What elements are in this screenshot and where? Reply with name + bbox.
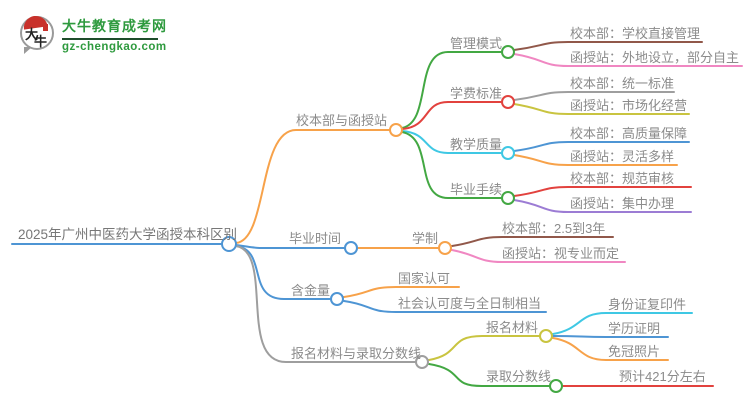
edge-quality-station xyxy=(513,154,678,166)
edge-tuition-station xyxy=(513,103,690,115)
edge-id-copy xyxy=(552,312,693,335)
edge-tuition-campus xyxy=(513,91,675,101)
node-national-recognition[interactable]: 国家认可 xyxy=(398,271,451,286)
dot-graduation-procedure xyxy=(501,191,515,205)
logo-bull-icon: 大 牛 xyxy=(20,14,54,54)
edge-quality-campus xyxy=(513,141,690,152)
edge-education-proof xyxy=(552,335,669,338)
edge-root-campus-vs-station xyxy=(235,129,390,244)
node-campus-vs-station[interactable]: 校本部与函授站 xyxy=(296,113,388,128)
dot-management-mode xyxy=(501,45,515,59)
node-photo[interactable]: 免冠照片 xyxy=(608,344,661,359)
logo-char-da: 大 xyxy=(25,27,39,42)
node-tuition-campus[interactable]: 校本部：统一标准 xyxy=(570,76,675,91)
node-schooling-length[interactable]: 学制 xyxy=(412,231,439,246)
node-tuition-standard[interactable]: 学费标准 xyxy=(450,86,503,101)
edge-teaching-quality xyxy=(401,130,502,154)
edge-national-recognition xyxy=(343,286,460,298)
logo-text-block: 大牛教育成考网 gz-chengkao.com xyxy=(62,16,167,53)
node-social-recognition[interactable]: 社会认可度与全日制相当 xyxy=(398,296,542,311)
node-graduation-procedure[interactable]: 毕业手续 xyxy=(450,182,503,197)
edge-management-station xyxy=(513,53,743,67)
node-application-materials[interactable]: 报名材料 xyxy=(486,320,539,335)
logo-char-niu: 牛 xyxy=(34,34,48,49)
edge-management-campus xyxy=(513,41,703,51)
node-management-station[interactable]: 函授站：外地设立，部分自主 xyxy=(570,50,740,65)
edge-admission-score xyxy=(428,363,550,387)
node-education-proof[interactable]: 学历证明 xyxy=(608,321,661,336)
site-logo: 大 牛 大牛教育成考网 gz-chengkao.com xyxy=(20,14,167,54)
node-procedure-campus[interactable]: 校本部：规范审核 xyxy=(570,171,675,186)
edge-length-station xyxy=(451,249,626,263)
dot-schooling-length xyxy=(438,241,452,255)
node-management-campus[interactable]: 校本部：学校直接管理 xyxy=(570,26,701,41)
edge-procedure-station xyxy=(513,199,692,213)
dot-admission-score xyxy=(549,379,563,393)
edge-social-recognition xyxy=(343,300,547,313)
logo-bubble-tail xyxy=(24,47,32,54)
edge-application-materials xyxy=(428,335,540,361)
dot-graduation-time xyxy=(344,241,358,255)
node-admission-score[interactable]: 录取分数线 xyxy=(486,369,552,384)
dot-campus-vs-station xyxy=(389,123,403,137)
node-value[interactable]: 含金量 xyxy=(291,283,331,298)
node-quality-campus[interactable]: 校本部：高质量保障 xyxy=(570,126,688,141)
edge-root-materials-scores xyxy=(235,245,416,363)
node-management-mode[interactable]: 管理模式 xyxy=(450,36,503,51)
logo-seal-icon xyxy=(43,24,48,31)
dot-teaching-quality xyxy=(501,146,515,160)
edge-procedure-campus xyxy=(513,186,692,197)
edge-root-graduation-time xyxy=(235,244,345,249)
dot-value xyxy=(330,292,344,306)
node-teaching-quality[interactable]: 教学质量 xyxy=(450,137,503,152)
node-graduation-time[interactable]: 毕业时间 xyxy=(289,231,342,246)
edge-tuition-standard xyxy=(401,101,502,130)
node-procedure-station[interactable]: 函授站：集中办理 xyxy=(570,196,675,211)
dot-root xyxy=(221,236,237,252)
dot-application-materials xyxy=(539,329,553,343)
dot-materials-scores xyxy=(415,355,429,369)
logo-site-name: 大牛教育成考网 xyxy=(62,18,167,34)
edge-graduation-procedure xyxy=(401,131,502,199)
node-expected-score[interactable]: 预计421分左右 xyxy=(619,369,706,384)
edge-management-mode xyxy=(401,51,502,129)
logo-site-url: gz-chengkao.com xyxy=(62,41,167,53)
dot-tuition-standard xyxy=(501,95,515,109)
node-length-campus[interactable]: 校本部：2.5到3年 xyxy=(502,221,606,236)
logo-divider xyxy=(62,38,158,40)
node-id-copy[interactable]: 身份证复印件 xyxy=(608,297,687,312)
node-quality-station[interactable]: 函授站：灵活多样 xyxy=(570,149,675,164)
node-root[interactable]: 2025年广州中医药大学函授本科区别 xyxy=(18,227,238,242)
edge-length-campus xyxy=(451,236,614,247)
edge-photo xyxy=(552,337,669,361)
node-length-station[interactable]: 函授站：视专业而定 xyxy=(502,246,620,261)
node-tuition-station[interactable]: 函授站：市场化经营 xyxy=(570,98,688,113)
node-materials-and-scores[interactable]: 报名材料与录取分数线 xyxy=(291,346,422,361)
